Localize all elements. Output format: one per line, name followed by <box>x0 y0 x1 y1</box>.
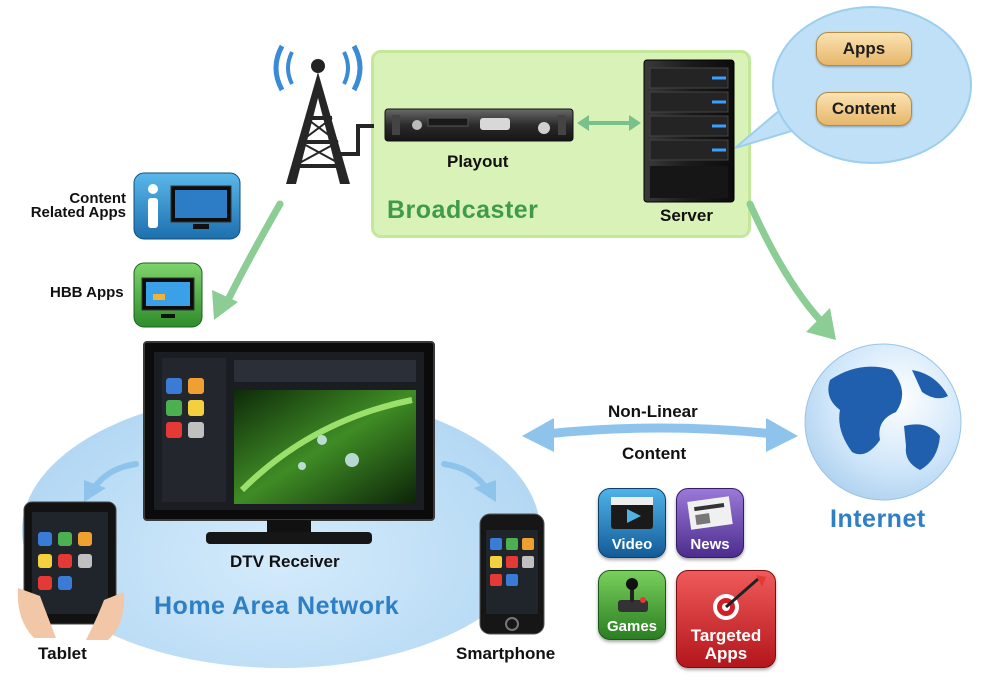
dtv-receiver-label: DTV Receiver <box>230 552 340 571</box>
hbb-apps-label: HBB Apps <box>50 284 124 301</box>
server-icon <box>643 59 735 203</box>
targeted-apps-line1: Targeted <box>690 626 762 645</box>
home-network-title: Home Area Network <box>154 592 400 620</box>
video-tile[interactable]: Video <box>598 488 666 558</box>
server-to-internet-arrow <box>746 200 836 340</box>
content-related-apps-line1: Content <box>69 190 126 207</box>
antenna-tower-icon <box>273 44 374 184</box>
content-label: Content <box>622 444 687 463</box>
non-linear-content-arrow <box>522 418 798 452</box>
broadcaster-title: Broadcaster <box>387 196 539 224</box>
speech-bubble: Apps Content <box>772 6 972 164</box>
targeted-apps-line2: Apps <box>704 644 748 663</box>
content-related-apps-icon[interactable] <box>133 172 241 240</box>
tv-to-tablet-arrow <box>84 461 139 502</box>
content-related-apps-line2: Related Apps <box>30 204 126 221</box>
smartphone-icon <box>479 513 545 635</box>
playout-device-icon <box>384 108 574 142</box>
playout-server-arrow <box>577 115 641 131</box>
news-label: News <box>690 536 730 553</box>
server-label: Server <box>660 206 713 225</box>
content-pill: Content <box>816 92 912 126</box>
dtv-receiver-screen <box>143 341 435 544</box>
targeted-apps-tile[interactable]: Targeted Apps <box>676 570 776 668</box>
apps-pill: Apps <box>816 32 912 66</box>
non-linear-label: Non-Linear <box>608 402 698 421</box>
news-tile[interactable]: News <box>676 488 744 558</box>
tablet-icon <box>17 501 125 640</box>
video-clapper-icon <box>599 489 665 536</box>
tower-to-tv-arrow <box>212 200 284 320</box>
tv-to-phone-arrow <box>441 461 496 502</box>
newspaper-icon <box>677 489 743 536</box>
internet-label: Internet <box>830 505 926 533</box>
playout-label: Playout <box>447 152 509 171</box>
tablet-label: Tablet <box>38 644 87 663</box>
dart-target-icon <box>677 571 775 627</box>
games-label: Games <box>606 618 658 635</box>
hbb-apps-icon[interactable] <box>133 262 203 328</box>
video-label: Video <box>611 536 653 553</box>
games-tile[interactable]: Games <box>598 570 666 640</box>
smartphone-label: Smartphone <box>456 644 556 663</box>
joystick-icon <box>599 571 665 618</box>
internet-globe-icon <box>804 343 962 501</box>
